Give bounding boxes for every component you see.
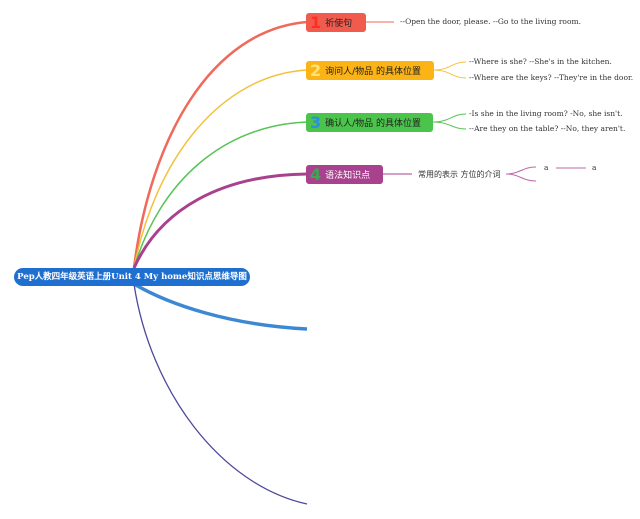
branch-label-4: 语法知识点 <box>325 171 371 181</box>
branch-3-note-2: --Are they on the table? --No, they aren… <box>469 124 626 133</box>
branch-2-note-1: --Where is she? --She's in the kitchen. <box>469 57 612 66</box>
branch-label-3: 确认人/物品 的具体位置 <box>325 119 422 129</box>
root-topic[interactable]: Pep人教四年级英语上册Unit 4 My home知识点思维导图 <box>14 268 250 286</box>
branch-4-sub-1: a <box>544 163 549 172</box>
note-line-3a <box>432 113 467 123</box>
note-line-2b <box>433 69 467 79</box>
branch-1-note: --Open the door, please. --Go to the liv… <box>400 17 581 26</box>
note-line-2a <box>433 61 467 71</box>
connector-branch-2 <box>133 69 308 269</box>
connector-branch-3 <box>133 121 308 269</box>
branch-label-2: 询问人/物品 的具体位置 <box>325 67 422 77</box>
branch-node-1[interactable]: 1 祈使句 <box>306 13 366 32</box>
branch-4-note: 常用的表示 方位的介词 <box>418 170 501 179</box>
branch-2-note-2: --Where are the keys? --They're in the d… <box>469 73 634 82</box>
branch-node-3[interactable]: 3 确认人/物品 的具体位置 <box>306 113 433 132</box>
sub-line-4a <box>505 166 537 175</box>
branch-node-4[interactable]: 4 语法知识点 <box>306 165 383 184</box>
connector-branch-1 <box>132 20 308 269</box>
connector-branch-4 <box>132 172 308 269</box>
branch-4-sub-2: a <box>592 163 597 172</box>
number-2-icon: 2 <box>310 60 322 80</box>
number-1-icon: 1 <box>310 12 322 32</box>
branch-label-1: 祈使句 <box>325 19 353 29</box>
branch-3-note-1: -Is she in the living room? -No, she isn… <box>469 109 623 118</box>
connector-empty-blue <box>133 282 308 331</box>
sub-line-4b <box>505 173 537 182</box>
number-3-icon: 3 <box>310 112 322 132</box>
branch-node-2[interactable]: 2 询问人/物品 的具体位置 <box>306 61 434 80</box>
connector-empty-purple <box>133 283 308 505</box>
note-line-3b <box>432 121 467 130</box>
number-4-icon: 4 <box>310 164 322 184</box>
